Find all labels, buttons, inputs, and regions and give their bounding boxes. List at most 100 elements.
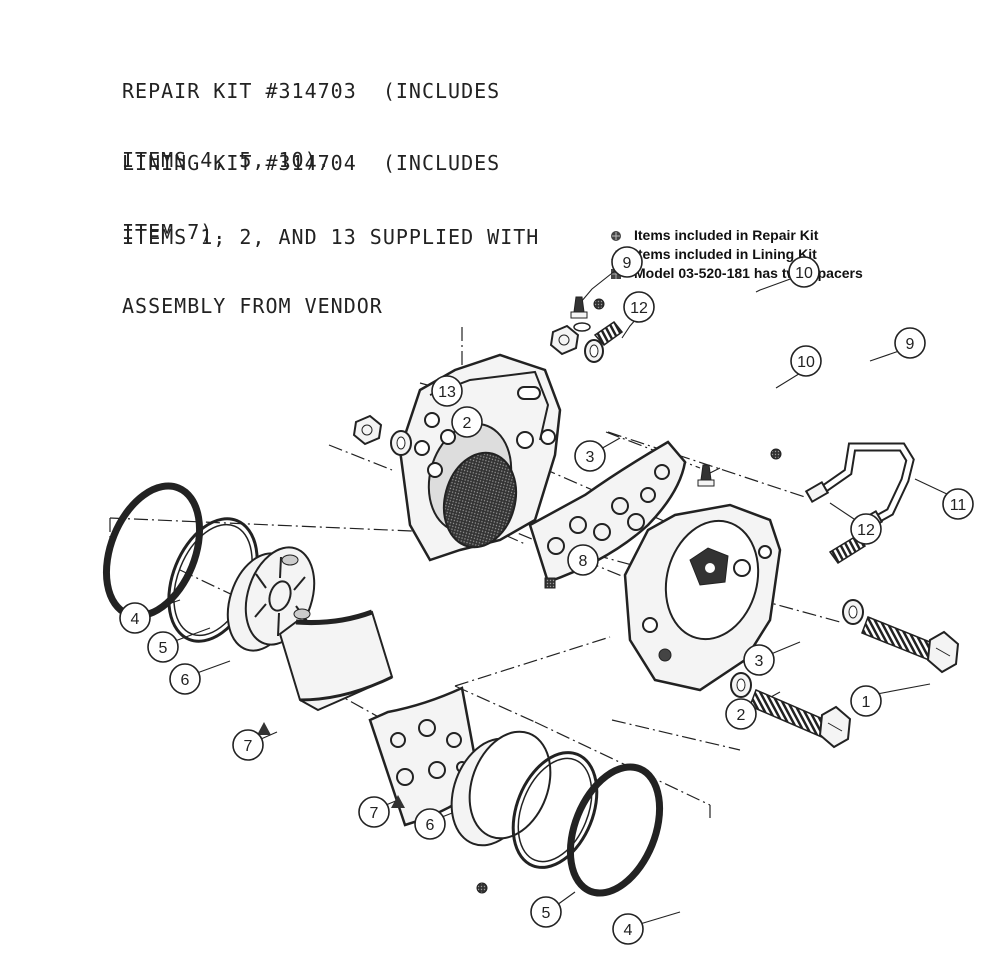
callout-circle bbox=[612, 913, 644, 945]
washer-2-left bbox=[390, 430, 412, 456]
repair-kit-note-line-1: REPAIR KIT #314703 (INCLUDES bbox=[122, 79, 501, 103]
repair-kit-note: REPAIR KIT #314703 (INCLUDES ITEMS 4, 5,… bbox=[122, 34, 500, 218]
vendor-supplied-note: ITEMS 1, 2, AND 13 SUPPLIED WITH ASSEMBL… bbox=[122, 180, 539, 364]
callout-circle bbox=[743, 644, 775, 676]
vendor-supplied-note-line-1: ITEMS 1, 2, AND 13 SUPPLIED WITH bbox=[122, 225, 540, 249]
callout-label: 10 bbox=[795, 265, 813, 282]
callout-circle bbox=[232, 729, 264, 761]
callout-circle bbox=[725, 698, 757, 730]
callout-label: 10 bbox=[797, 354, 815, 371]
callout-circle bbox=[942, 488, 974, 520]
callout-c9b: 9 bbox=[894, 327, 926, 359]
callout-c6b: 6 bbox=[414, 808, 446, 840]
callout-label: 3 bbox=[755, 653, 764, 670]
callout-label: 12 bbox=[857, 522, 875, 539]
callout-circle bbox=[788, 256, 820, 288]
callout-c12b: 12 bbox=[850, 513, 882, 545]
fitting-12-right bbox=[828, 533, 867, 565]
legend-row-repair-kit: Items included in Repair Kit bbox=[606, 226, 863, 245]
bolt-1-right bbox=[861, 616, 960, 674]
callout-circle bbox=[574, 440, 606, 472]
callout-label: 2 bbox=[737, 707, 746, 724]
callout-circle bbox=[850, 513, 882, 545]
callout-c5a: 5 bbox=[147, 631, 179, 663]
bleeder-screw-9-top bbox=[570, 296, 588, 319]
callout-label: 4 bbox=[624, 922, 633, 939]
callout-label: 6 bbox=[181, 672, 190, 689]
callout-c10b: 10 bbox=[790, 345, 822, 377]
callout-circle bbox=[414, 808, 446, 840]
callout-c7a: 7 bbox=[232, 729, 264, 761]
seal-ring-5-bottom bbox=[511, 751, 599, 869]
callout-label: 11 bbox=[950, 497, 967, 514]
bleeder-screw-9-right bbox=[697, 464, 715, 487]
lining-kit-note-line-2: ITEM 7). bbox=[122, 220, 227, 244]
callout-label: 5 bbox=[159, 640, 168, 657]
callout-label: 9 bbox=[623, 255, 632, 272]
nut-13-top bbox=[549, 324, 604, 363]
vendor-supplied-note-line-2: ASSEMBLY FROM VENDOR bbox=[122, 294, 383, 318]
callout-circle bbox=[850, 685, 882, 717]
callout-c2b: 2 bbox=[725, 698, 757, 730]
dust-cap-10-top bbox=[573, 298, 605, 332]
seal-ring-4-bottom bbox=[566, 763, 664, 897]
callout-label: 4 bbox=[131, 611, 140, 628]
callout-circle bbox=[894, 327, 926, 359]
washer-2-right bbox=[842, 599, 864, 625]
callout-c3a: 3 bbox=[574, 440, 606, 472]
callout-label: 7 bbox=[244, 738, 253, 755]
callout-circle bbox=[119, 602, 151, 634]
callout-label: 9 bbox=[906, 336, 915, 353]
callout-c5b: 5 bbox=[530, 896, 562, 928]
callout-label: 12 bbox=[630, 300, 648, 317]
callout-c3b: 3 bbox=[743, 644, 775, 676]
washer-2-lower bbox=[730, 672, 752, 698]
callout-c7b: 7 bbox=[358, 796, 390, 828]
callout-circle bbox=[530, 896, 562, 928]
callout-circle bbox=[169, 663, 201, 695]
callout-circle bbox=[567, 544, 599, 576]
nut-13-left bbox=[352, 414, 383, 446]
callout-label: 3 bbox=[586, 449, 595, 466]
fitting-12-top bbox=[593, 320, 624, 347]
lining-kit-note-line-1: LINING KIT #314704 (INCLUDES bbox=[122, 151, 501, 175]
callout-label: 6 bbox=[426, 817, 435, 834]
legend-text-lining-kit: Items included in Lining Kit bbox=[634, 246, 817, 262]
caliper-housing-right bbox=[623, 503, 782, 692]
callout-c4b: 4 bbox=[612, 913, 644, 945]
callout-circle bbox=[790, 345, 822, 377]
lining-7-top bbox=[278, 609, 394, 712]
lining-kit-note: LINING KIT #314704 (INCLUDES ITEM 7). bbox=[122, 106, 500, 290]
callout-label: 5 bbox=[542, 905, 551, 922]
callout-c8: 8 bbox=[567, 544, 599, 576]
callout-c10a: 10 bbox=[788, 256, 820, 288]
repair-kit-dot-icon bbox=[606, 230, 626, 242]
callout-c4a: 4 bbox=[119, 602, 151, 634]
callout-circle bbox=[147, 631, 179, 663]
callout-c9a: 9 bbox=[611, 246, 643, 278]
callout-c6a: 6 bbox=[169, 663, 201, 695]
callout-label: 2 bbox=[463, 415, 472, 432]
callout-circle bbox=[611, 246, 643, 278]
callout-circle bbox=[623, 291, 655, 323]
callout-c11: 11 bbox=[942, 488, 974, 520]
bolt-1-lower bbox=[749, 688, 852, 749]
callout-circle bbox=[358, 796, 390, 828]
callout-circle bbox=[431, 375, 463, 407]
callout-circle bbox=[451, 406, 483, 438]
callout-c2a: 2 bbox=[451, 406, 483, 438]
dust-cap-10-right bbox=[770, 448, 782, 460]
repair-kit-note-line-2: ITEMS 4, 5, 10). bbox=[122, 148, 331, 172]
callout-label: 8 bbox=[579, 553, 588, 570]
callout-label: 7 bbox=[370, 805, 379, 822]
caliper-housing-left bbox=[398, 353, 562, 562]
legend-text-repair-kit: Items included in Repair Kit bbox=[634, 227, 819, 243]
callout-label: 13 bbox=[438, 384, 456, 401]
seal-ring-4-top bbox=[102, 482, 204, 620]
callout-label: 1 bbox=[862, 694, 871, 711]
callout-c12a: 12 bbox=[623, 291, 655, 323]
callout-c1: 1 bbox=[850, 685, 882, 717]
